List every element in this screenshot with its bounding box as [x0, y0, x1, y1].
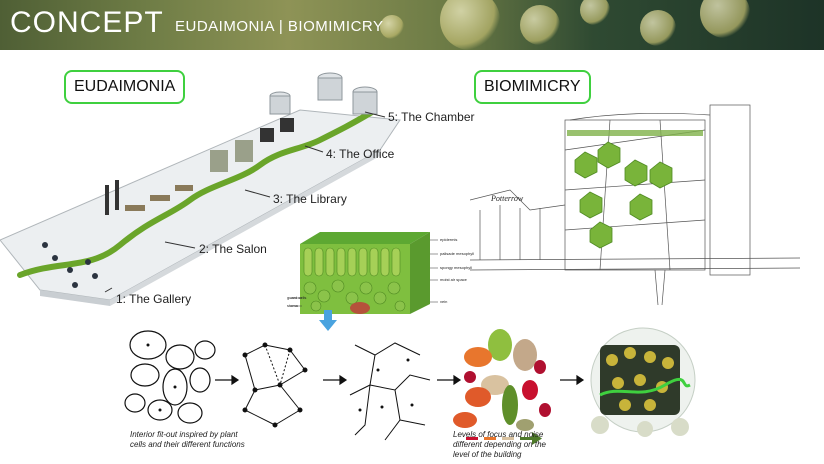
furniture: [42, 118, 294, 288]
leaf-label-epidermis: epidermis: [440, 237, 458, 242]
cell-evolution-diagram: [124, 327, 696, 445]
leaf-label-palisade: palisade mesophyll: [440, 251, 475, 256]
zone-label-gallery: 1: The Gallery: [116, 292, 192, 306]
zone-label-chamber: 5: The Chamber: [388, 110, 475, 124]
header-banner: CONCEPT EUDAIMONIA | BIOMIMICRY: [0, 0, 824, 50]
page-title: CONCEPT: [10, 6, 164, 39]
zone-label-office: 4: The Office: [326, 147, 395, 161]
voronoi-graph: [349, 342, 431, 441]
bubble-decoration: [700, 0, 750, 38]
leaf-label-guard-cells: guard cells: [287, 295, 307, 300]
leaf-label-air-space: moist air space: [440, 277, 467, 282]
produce-illustration: [453, 329, 551, 431]
page-subtitle: EUDAIMONIA | BIOMIMICRY: [175, 18, 384, 35]
caption-right: Levels of focus and noise different depe…: [453, 430, 546, 459]
sketch-annotation: Potterrow: [491, 194, 524, 203]
bubble-decoration: [520, 5, 560, 45]
arrow-icon: [215, 374, 585, 386]
pods: [269, 72, 378, 115]
leaf-label-vein: vein: [440, 299, 448, 304]
network-graph: [242, 342, 308, 428]
leaf-label-stoma: stoma: [287, 303, 298, 308]
bubble-decoration: [640, 10, 676, 46]
bubble-decoration: [380, 15, 404, 39]
leaf-cross-section: [290, 232, 438, 314]
building-sketch: [470, 104, 800, 306]
plant-cell-sketch: [124, 330, 216, 424]
biomimicry-tag: BIOMIMICRY: [474, 70, 591, 104]
focus-legend: [466, 432, 542, 445]
circular-plan: [590, 327, 696, 437]
eudaimonia-tag: EUDAIMONIA: [64, 70, 186, 104]
zone-label-library: 3: The Library: [273, 192, 347, 206]
caption-left: Interior fit-out inspired by plant cells…: [130, 430, 245, 449]
leaf-label-spongy: spongy mesophyll: [440, 265, 473, 270]
bubble-decoration: [440, 0, 500, 50]
bubble-decoration: [580, 0, 610, 25]
zone-label-salon: 2: The Salon: [199, 242, 267, 256]
down-arrow-icon: [319, 310, 337, 331]
